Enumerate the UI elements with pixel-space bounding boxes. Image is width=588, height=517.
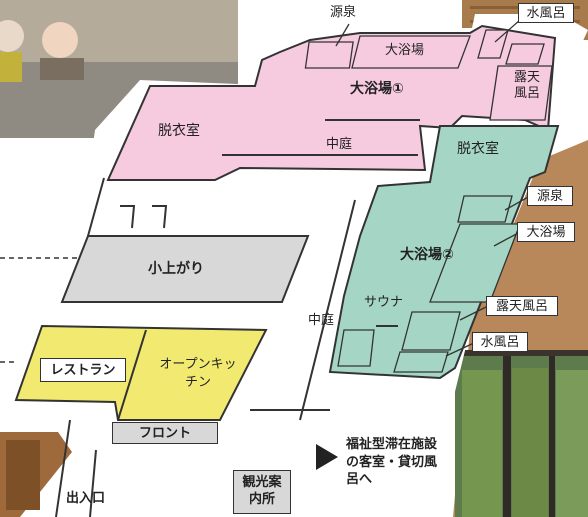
callout-mizuburo-top: 水風呂 <box>518 3 574 23</box>
bath2-zone <box>328 125 560 380</box>
label-kanko-annai: 観光案内所 <box>233 470 291 514</box>
photo-bath-right <box>453 140 588 517</box>
label-nakaniwa-2: 中庭 <box>308 313 335 328</box>
koagari-zone <box>60 235 310 303</box>
label-restaurant: レストラン <box>40 358 126 382</box>
label-open-kitchen: オープンキッチン <box>148 356 248 392</box>
roten-top-text: 露天風呂 <box>513 70 540 102</box>
label-welfare-note: 福祉型滞在施設の客室・貸切風呂へ <box>346 436 446 489</box>
callout-mizuburo-right: 水風呂 <box>472 332 528 352</box>
direction-arrow-icon <box>316 444 338 470</box>
callout-roten-right: 露天風呂 <box>486 296 558 316</box>
open-kitchen-text: オープンキッチン <box>159 357 237 391</box>
label-entrance: 出入口 <box>66 491 106 506</box>
label-gensen-top: 源泉 <box>330 5 357 20</box>
label-daiyokujo-top: 大浴場 <box>385 43 425 58</box>
label-koagari: 小上がり <box>148 261 204 277</box>
label-datsuishitsu-2: 脱衣室 <box>457 141 499 157</box>
photo-wood-bottom-left <box>0 432 72 517</box>
label-roten-top: 露天風呂 <box>512 70 542 103</box>
kanko-annai-text: 観光案内所 <box>242 475 282 507</box>
label-datsuishitsu-1: 脱衣室 <box>158 123 200 139</box>
label-bath1-title: 大浴場① <box>350 81 404 97</box>
label-nakaniwa-1: 中庭 <box>326 137 353 152</box>
callout-daiyokujo-right: 大浴場 <box>517 222 575 242</box>
label-front: フロント <box>112 422 218 444</box>
label-bath2-title: 大浴場② <box>400 247 454 263</box>
label-sauna: サウナ <box>364 295 404 310</box>
callout-gensen-right: 源泉 <box>527 186 573 206</box>
welfare-note-text: 福祉型滞在施設の客室・貸切風呂へ <box>346 437 438 488</box>
